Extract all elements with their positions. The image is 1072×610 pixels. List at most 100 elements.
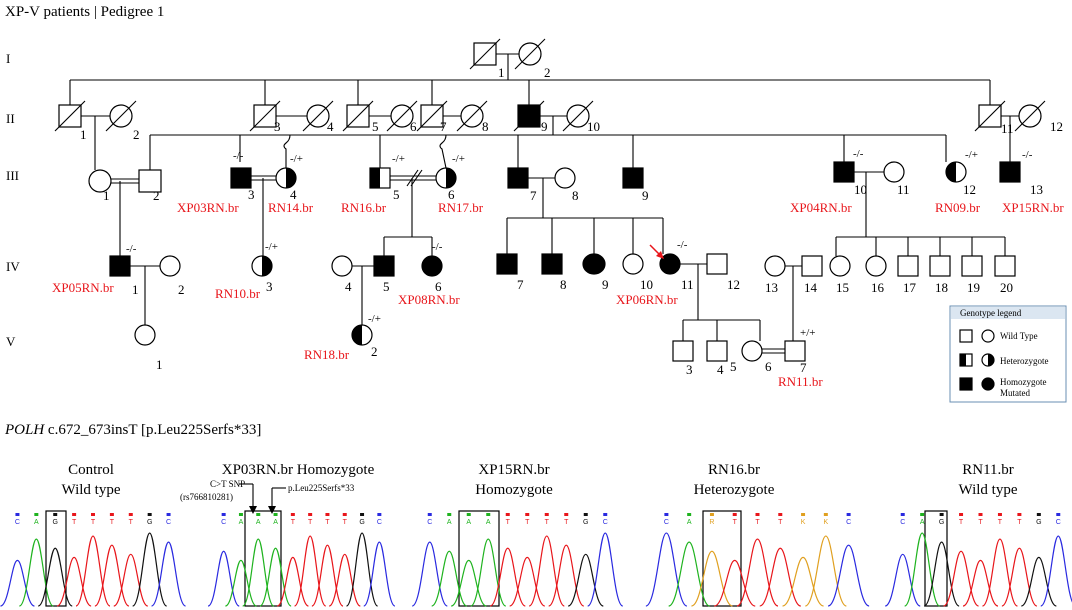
trace-peak xyxy=(489,547,526,607)
svg-text:9: 9 xyxy=(541,119,548,134)
svg-text:-/+: -/+ xyxy=(452,153,465,165)
base-tick xyxy=(525,513,530,516)
base-call: K xyxy=(823,519,828,526)
svg-text:9: 9 xyxy=(642,188,649,203)
ind-IV-10 xyxy=(622,253,644,275)
trace-peak xyxy=(113,553,149,607)
ind-IV-16 xyxy=(865,255,887,277)
base-tick xyxy=(920,513,925,516)
svg-text:2: 2 xyxy=(371,344,378,359)
base-call: T xyxy=(308,519,313,526)
trace-peak xyxy=(470,538,507,607)
base-tick xyxy=(544,513,549,516)
gen1: 1 2 xyxy=(70,38,990,81)
base-call: T xyxy=(1017,519,1022,526)
ind-IV-6 xyxy=(421,255,443,277)
base-call: T xyxy=(291,519,296,526)
gen2: 1 2 3 4 5 6 7 8 9 xyxy=(54,80,1063,162)
svg-text:Wild type: Wild type xyxy=(62,482,121,498)
ind-IV-17 xyxy=(897,255,919,277)
svg-text:Wild type: Wild type xyxy=(959,482,1018,498)
base-tick xyxy=(342,513,347,516)
svg-text:6: 6 xyxy=(448,187,455,202)
ind-IV-15 xyxy=(829,255,851,277)
ind-IV-20 xyxy=(994,255,1016,277)
trace-peak xyxy=(94,544,130,607)
ind-IV-7 xyxy=(496,253,518,275)
svg-text:Mutated: Mutated xyxy=(1000,388,1030,398)
base-call: C xyxy=(846,519,851,526)
base-tick xyxy=(939,513,944,516)
svg-text:-/-: -/- xyxy=(233,150,244,162)
svg-text:12: 12 xyxy=(1050,119,1063,134)
svg-text:Homozygote: Homozygote xyxy=(475,482,553,498)
base-call: T xyxy=(110,519,115,526)
svg-text:4: 4 xyxy=(717,362,724,377)
ind-III-13 xyxy=(999,161,1021,183)
gen-label-1: I xyxy=(6,51,10,66)
base-call: T xyxy=(525,519,530,526)
svg-text:-/-: -/- xyxy=(677,239,688,251)
base-call: A xyxy=(447,519,452,526)
base-call: K xyxy=(801,519,806,526)
svg-text:XP08RN.br: XP08RN.br xyxy=(398,292,460,307)
trace-peak xyxy=(923,541,960,607)
base-call: A xyxy=(273,519,278,526)
svg-text:XP15RN.br: XP15RN.br xyxy=(478,462,549,478)
base-tick xyxy=(486,513,491,516)
ind-V-7 xyxy=(784,340,806,362)
base-tick xyxy=(709,513,714,516)
svg-text:RN16.br: RN16.br xyxy=(341,200,387,215)
base-call: G xyxy=(147,519,152,526)
base-tick xyxy=(427,513,432,516)
base-tick xyxy=(564,513,569,516)
base-tick xyxy=(846,513,851,516)
base-tick xyxy=(15,513,20,516)
base-tick xyxy=(801,513,806,516)
svg-text:RN10.br: RN10.br xyxy=(215,286,261,301)
gen5: 1 -/+ 2 RN18.br +/+ 3 4 5 6 7 RN11.br xyxy=(134,313,823,389)
trace-peak xyxy=(509,556,546,607)
svg-text:7: 7 xyxy=(440,119,447,134)
trace-peak xyxy=(587,532,624,607)
trace-xp03: XP03RN.br Homozygote C>T SNP (rs76681028… xyxy=(180,462,396,607)
trace-peak xyxy=(528,535,565,607)
svg-text:RN09.br: RN09.br xyxy=(935,200,981,215)
base-call: C xyxy=(15,519,20,526)
svg-text:p.Leu225Serfs*33: p.Leu225Serfs*33 xyxy=(288,483,355,493)
trace-peak xyxy=(645,532,688,607)
svg-text:20: 20 xyxy=(1000,280,1013,295)
svg-text:4: 4 xyxy=(345,279,352,294)
base-tick xyxy=(732,513,737,516)
base-call: T xyxy=(564,519,569,526)
legend-wt-square xyxy=(959,329,973,343)
legend-hom-square xyxy=(959,377,973,391)
trace-peak xyxy=(311,544,344,607)
trace-peak xyxy=(294,535,327,607)
svg-text:XP05RN.br: XP05RN.br xyxy=(52,280,114,295)
trace-peak xyxy=(962,559,999,607)
svg-text:Heterozygote: Heterozygote xyxy=(694,482,775,498)
svg-text:1: 1 xyxy=(498,65,505,80)
trace-peak xyxy=(782,556,824,607)
svg-text:+/+: +/+ xyxy=(800,327,815,339)
trace-peak xyxy=(943,550,979,607)
svg-text:8: 8 xyxy=(560,277,567,292)
trace-peak xyxy=(0,559,35,607)
svg-text:14: 14 xyxy=(804,280,818,295)
ind-IV-9 xyxy=(582,253,606,275)
svg-text:10: 10 xyxy=(854,182,867,197)
gen4: -/- 1 2 XP05RN.br -/+ 3 RN10.br 4 5 -/- … xyxy=(52,217,1016,330)
svg-text:15: 15 xyxy=(836,280,849,295)
ind-IV-8 xyxy=(541,253,563,275)
base-call: C xyxy=(377,519,382,526)
ind-III-1 xyxy=(88,169,112,193)
base-call: T xyxy=(978,519,983,526)
ind-IV-2 xyxy=(159,255,181,277)
trace-peak xyxy=(981,538,1019,607)
trace-peak xyxy=(132,532,168,607)
base-call: A xyxy=(256,519,261,526)
base-tick xyxy=(959,513,964,516)
